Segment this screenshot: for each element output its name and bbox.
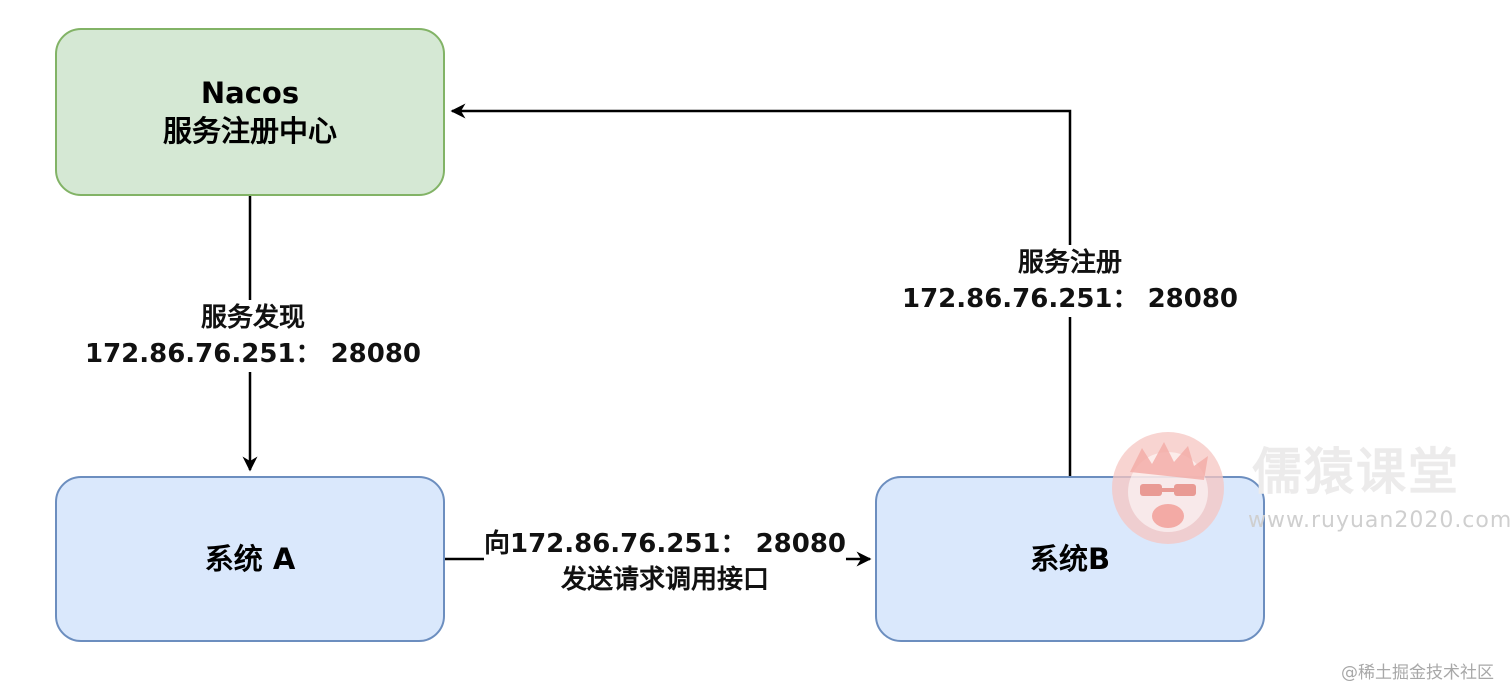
watermark-title: 儒猿课堂 <box>1252 443 1460 501</box>
register-label-address: 172.86.76.251： 28080 <box>901 284 1239 314</box>
system-a-node: 系统 A <box>55 476 445 642</box>
nacos-registry-node: Nacos 服务注册中心 <box>55 28 445 196</box>
system-b-label: 系统B <box>1029 542 1111 576</box>
discovery-label-title: 服务发现 <box>200 303 306 333</box>
source-credit: @稀土掘金技术社区 <box>1341 663 1494 683</box>
system-a-label: 系统 A <box>204 542 296 576</box>
register-label-title: 服务注册 <box>1017 248 1123 278</box>
nacos-registry-label: Nacos 服务注册中心 <box>162 76 337 148</box>
call-edge-label: 向172.86.76.251： 28080 发送请求调用接口 <box>483 526 847 598</box>
register-edge-label: 服务注册 172.86.76.251： 28080 <box>901 245 1239 317</box>
register-arrow <box>450 103 1072 476</box>
watermark-url: www.ruyuan2020.com <box>1248 508 1512 533</box>
call-label-action: 发送请求调用接口 <box>560 565 770 595</box>
discovery-edge-label: 服务发现 172.86.76.251： 28080 <box>84 300 422 372</box>
call-label-address: 向172.86.76.251： 28080 <box>483 529 847 559</box>
ruyuan-watermark: 儒猿课堂 www.ruyuan2020.com <box>1108 428 1511 548</box>
monkey-logo-icon <box>1112 432 1224 544</box>
discovery-label-address: 172.86.76.251： 28080 <box>84 339 422 369</box>
